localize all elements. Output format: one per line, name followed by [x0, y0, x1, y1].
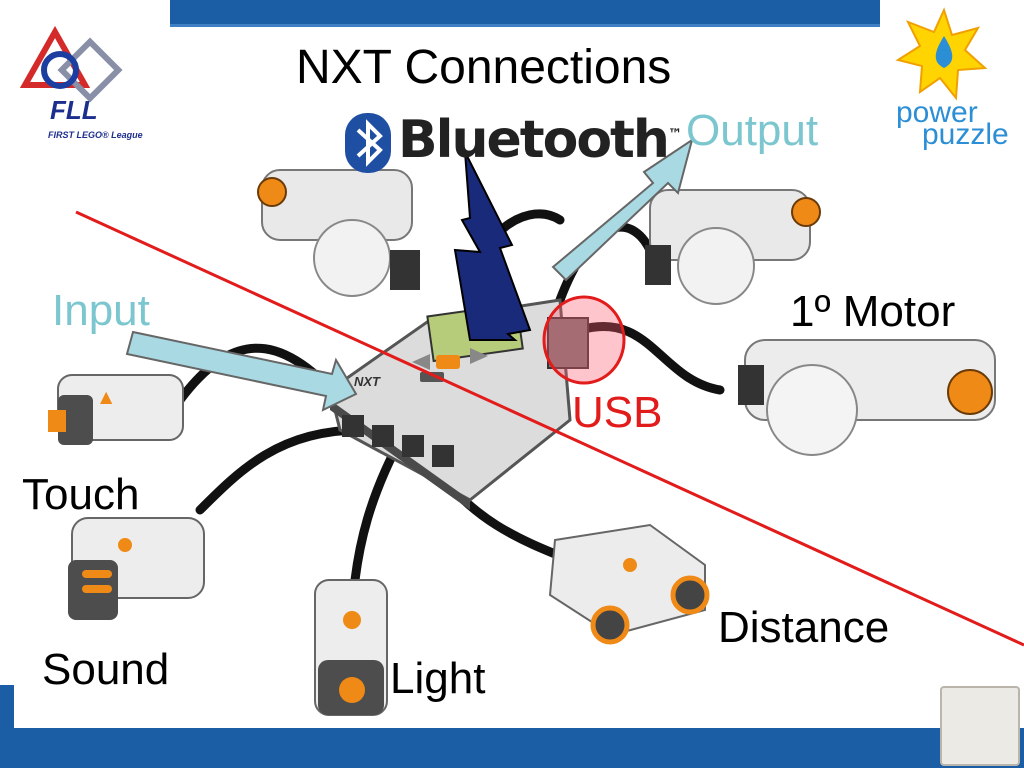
bottom-footer-bar	[0, 728, 1024, 768]
output-label: Output	[686, 106, 819, 155]
input-label: Input	[52, 286, 150, 335]
bluetooth-bolt	[453, 151, 532, 341]
light-sensor	[314, 579, 388, 716]
red-divider-line	[75, 210, 1024, 647]
slide-title: NXT Connections	[296, 41, 672, 94]
svg-text:▲: ▲	[100, 387, 113, 406]
usb-label: USB	[572, 388, 663, 437]
nxt-brick-label: NXT	[354, 374, 380, 389]
light-label: Light	[390, 654, 486, 703]
slide-nav-button[interactable]	[940, 686, 1020, 766]
touch-label: Touch	[22, 470, 140, 519]
bluetooth-logo-icon	[345, 113, 391, 173]
input-arrow	[125, 330, 358, 412]
motor-top-right	[645, 189, 821, 305]
fll-logo-icon	[19, 25, 123, 103]
bluetooth-label: Bluetooth™	[398, 110, 682, 170]
top-header-bar	[170, 0, 880, 24]
sound-sensor	[68, 517, 205, 620]
motor-right	[738, 339, 996, 456]
output-arrow	[551, 137, 694, 282]
fll-logo-subtitle: FIRST LEGO® League	[48, 130, 143, 140]
left-footer-band	[0, 685, 14, 730]
nxt-brick	[328, 298, 589, 510]
sound-label: Sound	[42, 645, 170, 694]
usb-highlight	[542, 295, 626, 385]
motor-top-left	[257, 169, 420, 297]
distance-sensor	[548, 523, 710, 645]
power-puzzle-sun-icon	[895, 7, 988, 101]
top-header-accent	[170, 24, 880, 27]
motor-label: 1º Motor	[790, 287, 956, 336]
power-puzzle-logo-line2: puzzle	[922, 118, 1009, 151]
fll-logo-text: FLL	[50, 95, 98, 125]
power-puzzle-logo-line1: power	[896, 96, 978, 129]
touch-sensor: ▲	[48, 374, 184, 445]
distance-label: Distance	[718, 603, 890, 652]
